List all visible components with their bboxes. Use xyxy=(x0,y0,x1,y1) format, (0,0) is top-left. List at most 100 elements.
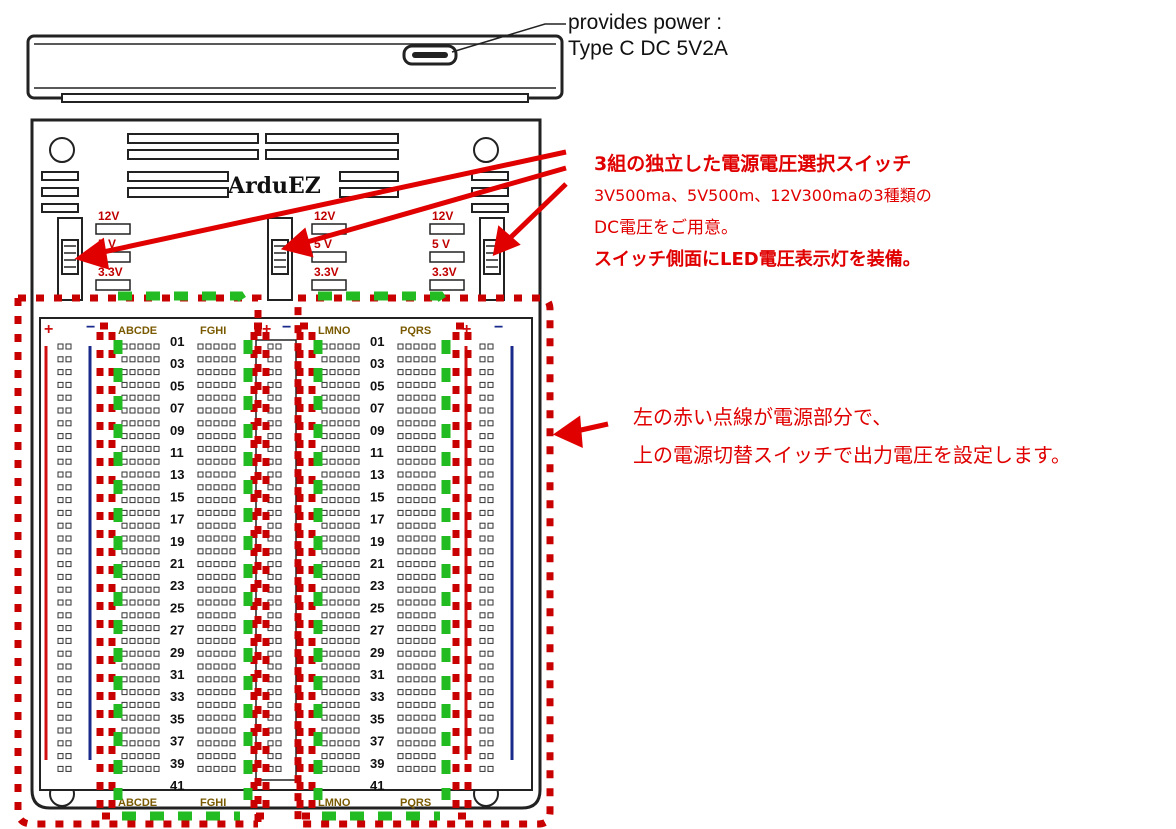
breadboard-hole xyxy=(129,701,136,708)
breadboard-hole xyxy=(479,663,486,670)
breadboard-hole xyxy=(405,612,412,619)
breadboard-hole xyxy=(329,369,336,376)
breadboard-hole xyxy=(405,676,412,683)
breadboard-hole xyxy=(429,612,436,619)
breadboard-hole xyxy=(487,407,494,414)
breadboard-hole xyxy=(479,586,486,593)
breadboard-hole xyxy=(153,535,160,542)
breadboard-hole xyxy=(421,663,428,670)
breadboard-hole xyxy=(145,420,152,427)
breadboard-hole xyxy=(221,445,228,452)
breadboard-hole xyxy=(137,765,144,772)
breadboard-hole xyxy=(275,561,282,568)
breadboard-hole xyxy=(275,369,282,376)
breadboard-hole xyxy=(213,394,220,401)
breadboard-hole xyxy=(321,343,328,350)
breadboard-hole xyxy=(129,509,136,516)
breadboard-hole xyxy=(267,535,274,542)
breadboard-hole xyxy=(487,765,494,772)
breadboard-hole xyxy=(267,753,274,760)
led-indicator xyxy=(429,279,465,291)
breadboard-hole xyxy=(197,522,204,529)
breadboard-hole xyxy=(221,701,228,708)
breadboard-hole xyxy=(429,650,436,657)
breadboard-hole xyxy=(345,650,352,657)
breadboard-hole xyxy=(345,522,352,529)
breadboard-hole xyxy=(275,637,282,644)
breadboard-hole xyxy=(267,701,274,708)
breadboard-hole xyxy=(487,676,494,683)
breadboard-hole xyxy=(205,433,212,440)
breadboard-hole xyxy=(487,701,494,708)
breadboard-hole xyxy=(221,740,228,747)
breadboard-hole xyxy=(229,433,236,440)
breadboard-hole xyxy=(137,343,144,350)
breadboard-hole xyxy=(267,573,274,580)
breadboard-hole xyxy=(121,522,128,529)
breadboard-hole xyxy=(321,637,328,644)
row-number: 05 xyxy=(370,378,384,393)
breadboard-hole xyxy=(353,522,360,529)
led-indicator xyxy=(311,279,347,291)
breadboard-hole xyxy=(267,625,274,632)
breadboard-hole xyxy=(65,522,72,529)
breadboard-hole xyxy=(429,637,436,644)
switch-note-line2: 3V500ma、5V500m、12V300maの3種類の xyxy=(594,186,932,205)
switch-note-line1: 3組の独立した電源電圧選択スイッチ xyxy=(594,153,912,175)
breadboard-hole xyxy=(145,433,152,440)
breadboard-hole xyxy=(397,497,404,504)
breadboard-hole xyxy=(57,381,64,388)
breadboard-hole xyxy=(121,394,128,401)
breadboard-hole xyxy=(145,471,152,478)
breadboard-hole xyxy=(221,356,228,363)
breadboard-hole xyxy=(397,484,404,491)
breadboard-hole xyxy=(57,433,64,440)
breadboard-hole xyxy=(205,535,212,542)
breadboard-hole xyxy=(57,765,64,772)
breadboard-hole xyxy=(221,381,228,388)
breadboard-hole xyxy=(329,420,336,427)
breadboard-hole xyxy=(145,599,152,606)
breadboard-hole xyxy=(153,548,160,555)
breadboard-hole xyxy=(57,471,64,478)
breadboard-hole xyxy=(405,420,412,427)
breadboard-hole xyxy=(205,765,212,772)
breadboard-hole xyxy=(337,433,344,440)
breadboard-hole xyxy=(213,663,220,670)
row-number: 03 xyxy=(170,356,184,371)
breadboard-hole xyxy=(413,650,420,657)
breadboard-hole xyxy=(321,765,328,772)
breadboard-hole xyxy=(413,343,420,350)
breadboard-hole xyxy=(429,522,436,529)
breadboard-hole xyxy=(57,484,64,491)
breadboard-hole xyxy=(479,753,486,760)
breadboard-hole xyxy=(57,599,64,606)
breadboard-hole xyxy=(145,740,152,747)
breadboard-hole xyxy=(353,701,360,708)
breadboard-hole xyxy=(205,599,212,606)
breadboard-hole xyxy=(137,637,144,644)
breadboard-hole xyxy=(321,753,328,760)
breadboard-hole xyxy=(487,650,494,657)
breadboard-hole xyxy=(479,343,486,350)
breadboard-hole xyxy=(145,356,152,363)
breadboard-hole xyxy=(229,381,236,388)
breadboard-hole xyxy=(129,548,136,555)
breadboard-hole xyxy=(205,420,212,427)
breadboard-hole xyxy=(145,509,152,516)
breadboard-hole xyxy=(321,394,328,401)
breadboard-hole xyxy=(487,599,494,606)
breadboard-hole xyxy=(487,663,494,670)
breadboard-hole xyxy=(213,381,220,388)
breadboard-hole xyxy=(429,625,436,632)
breadboard-hole xyxy=(213,535,220,542)
breadboard-hole xyxy=(153,765,160,772)
breadboard-hole xyxy=(213,599,220,606)
breadboard-hole xyxy=(129,625,136,632)
breadboard-hole xyxy=(137,625,144,632)
breadboard-hole xyxy=(153,701,160,708)
